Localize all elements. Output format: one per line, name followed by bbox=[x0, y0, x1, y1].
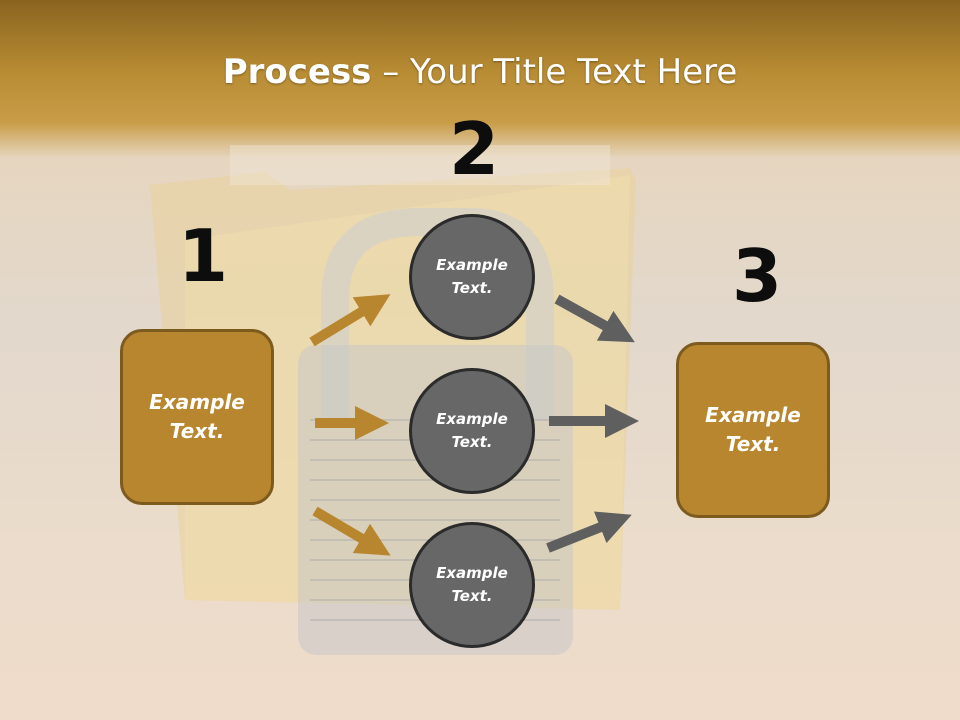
arrow-circle-3-to-3 bbox=[546, 511, 632, 553]
step-3-box: Example Text. bbox=[676, 342, 830, 518]
step-1-text: Example Text. bbox=[149, 390, 245, 443]
arrow-1-to-circle-1 bbox=[309, 294, 391, 347]
step-number-3: 3 bbox=[732, 234, 783, 318]
arrow-circle-1-to-3 bbox=[554, 294, 635, 343]
step-number-2: 2 bbox=[449, 107, 500, 191]
title-rest: – Your Title Text Here bbox=[371, 52, 738, 92]
step-3-text: Example Text. bbox=[705, 403, 801, 456]
circle-2: Example Text. bbox=[409, 368, 535, 494]
step-1-box: Example Text. bbox=[120, 329, 274, 505]
step-number-1: 1 bbox=[178, 214, 229, 298]
title-bold: Process bbox=[222, 52, 372, 92]
circle-2-text: Example Text. bbox=[436, 410, 508, 451]
arrow-1-to-circle-3 bbox=[312, 506, 391, 556]
slide-title: Process – Your Title Text Here bbox=[0, 52, 960, 92]
circle-1-text: Example Text. bbox=[436, 256, 508, 297]
circle-3-text: Example Text. bbox=[436, 564, 508, 605]
circle-3: Example Text. bbox=[409, 522, 535, 648]
circle-1: Example Text. bbox=[409, 214, 535, 340]
